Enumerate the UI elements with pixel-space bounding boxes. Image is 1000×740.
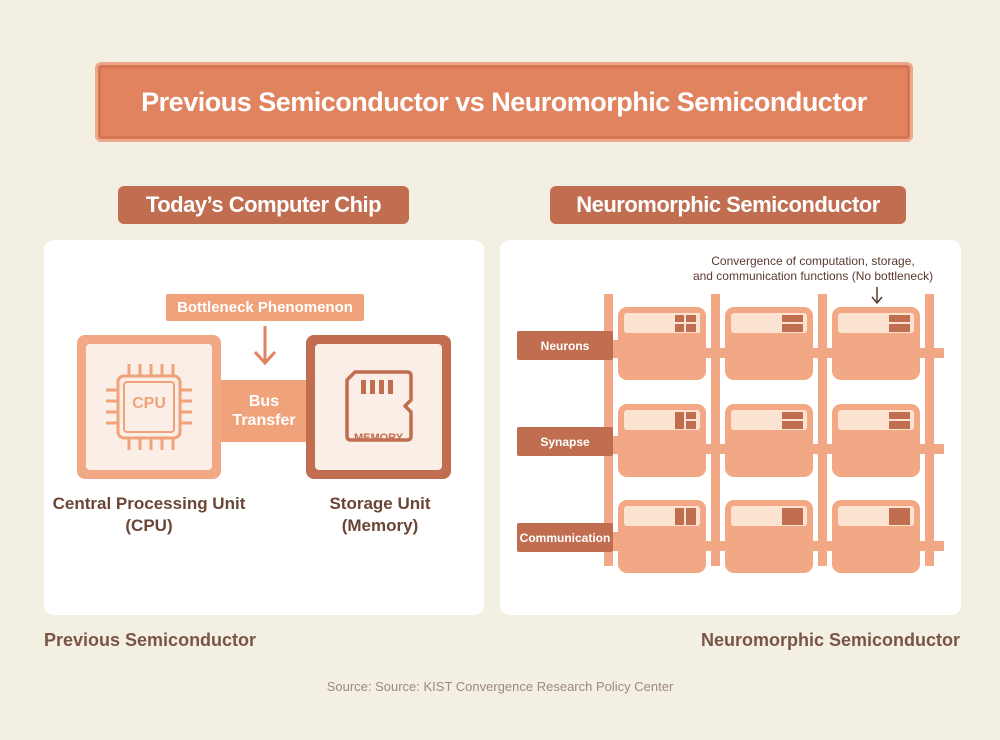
cpu-chip-label: CPU: [132, 395, 166, 412]
left-heading: Today’s Computer Chip: [118, 186, 409, 224]
annotation-arrow-icon: [871, 287, 883, 305]
memory-caption: Storage Unit (Memory): [300, 493, 460, 537]
bottleneck-label: Bottleneck Phenomenon: [166, 294, 364, 321]
bus-line1: Bus: [248, 393, 280, 410]
cpu-caption-line1: Central Processing Unit: [52, 494, 246, 513]
memory-caption-line1: Storage Unit: [329, 494, 431, 513]
right-heading: Neuromorphic Semiconductor: [550, 186, 906, 224]
source-text: Source: Source: KIST Convergence Researc…: [326, 679, 674, 694]
cpu-caption-line2: (CPU): [125, 516, 173, 535]
bus-line2: Transfer: [232, 412, 296, 429]
cpu-caption: Central Processing Unit (CPU): [44, 493, 254, 537]
memory-box: MEMORY: [306, 335, 451, 479]
communication-row: [618, 500, 920, 573]
row-label-communication: Communication: [517, 523, 613, 552]
neuromorphic-grid: [604, 294, 944, 573]
cpu-chip-icon: [106, 364, 192, 450]
neuromorphic-semiconductor-caption: Neuromorphic Semiconductor: [700, 630, 960, 650]
row-label-synapse: Synapse: [517, 427, 613, 456]
memory-card-label: MEMORY: [353, 432, 404, 444]
down-arrow-icon: [253, 326, 277, 366]
synapse-row: [618, 404, 920, 477]
cpu-box: CPU: [77, 335, 221, 479]
neuron-row: [618, 307, 920, 380]
bus-transfer: Bus Transfer: [221, 380, 307, 442]
annotation-line1: Convergence of computation, storage,: [711, 254, 915, 268]
main-title: Previous Semiconductor vs Neuromorphic S…: [95, 62, 913, 142]
convergence-annotation: Convergence of computation, storage, and…: [668, 254, 958, 284]
memory-card-icon: [345, 370, 413, 442]
row-label-neurons: Neurons: [517, 331, 613, 360]
annotation-line2: and communication functions (No bottlene…: [692, 269, 934, 283]
memory-caption-line2: (Memory): [341, 516, 419, 535]
previous-semiconductor-caption: Previous Semiconductor: [44, 630, 257, 650]
